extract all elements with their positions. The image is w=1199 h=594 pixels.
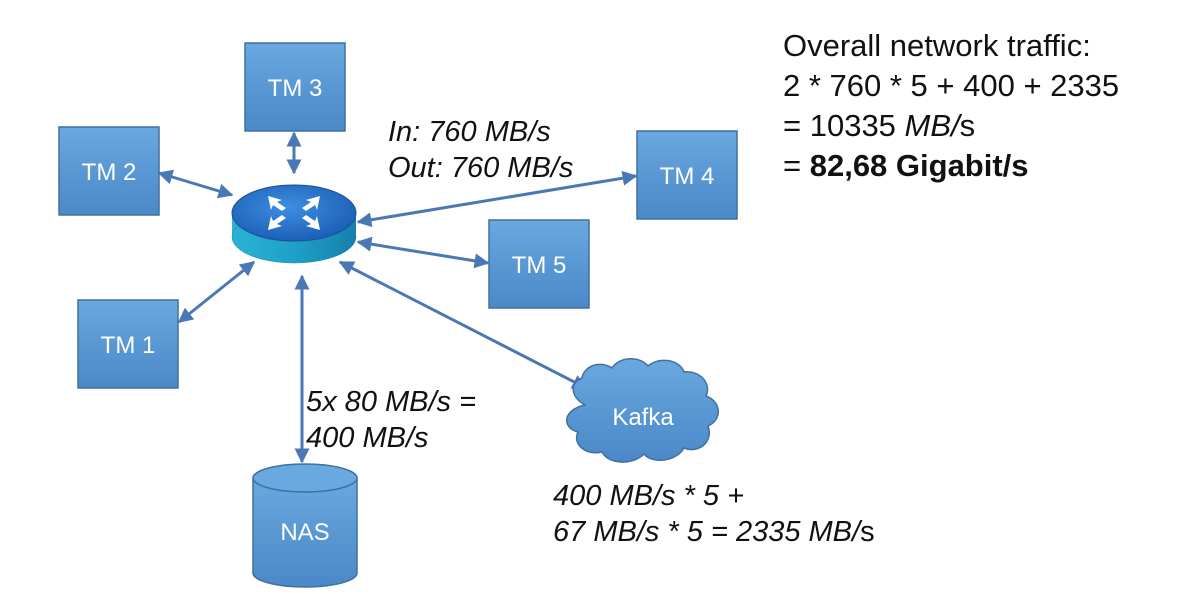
node-tm3-label: TM 3 bbox=[268, 75, 323, 102]
node-kafka-label: Kafka bbox=[612, 404, 674, 431]
summary-total-unit-italic: MB/ bbox=[904, 108, 960, 143]
node-tm1: TM 1 bbox=[77, 299, 179, 389]
link-tm1-router bbox=[177, 260, 256, 324]
node-tm2: TM 2 bbox=[58, 126, 160, 216]
tm4-in-label: In: 760 MB/s bbox=[388, 116, 551, 148]
link-kafka-router bbox=[338, 260, 588, 390]
node-tm4: TM 4 bbox=[636, 130, 738, 220]
summary-total-mbs: = 10335 MB/s bbox=[783, 106, 1119, 146]
summary-total-unit: s bbox=[959, 108, 976, 143]
kafka-cloud-icon: Kafka bbox=[566, 358, 719, 463]
kafka-traffic-line2-main: 67 MB/s * 5 = 2335 MB/ bbox=[553, 516, 861, 548]
node-tm1-label: TM 1 bbox=[101, 332, 156, 359]
nas-database-icon: NAS bbox=[252, 463, 358, 588]
summary-gbit-prefix: = bbox=[783, 148, 810, 183]
node-tm3: TM 3 bbox=[244, 42, 346, 132]
link-tm5-router bbox=[356, 236, 490, 269]
nas-traffic-line2: 400 MB/s bbox=[306, 422, 429, 454]
node-tm2-label: TM 2 bbox=[82, 159, 137, 186]
node-tm4-label: TM 4 bbox=[660, 163, 715, 190]
kafka-traffic-line2: 67 MB/s * 5 = 2335 MB/s bbox=[553, 514, 875, 550]
link-tm4-router bbox=[356, 170, 638, 228]
nas-traffic-annotation: 5x 80 MB/s = 400 MB/s bbox=[306, 384, 476, 456]
tm4-out-label: Out: 760 MB/s bbox=[388, 152, 574, 184]
summary-total-gbit: = 82,68 Gigabit/s bbox=[783, 146, 1119, 186]
kafka-traffic-line2-unit: s bbox=[860, 516, 875, 548]
summary-formula: 2 * 760 * 5 + 400 + 2335 bbox=[783, 68, 1120, 103]
node-nas-label: NAS bbox=[280, 519, 329, 546]
summary-total-prefix: = 10335 bbox=[783, 108, 905, 143]
kafka-traffic-line1: 400 MB/s * 5 + bbox=[553, 480, 745, 512]
router-icon bbox=[231, 184, 357, 264]
kafka-traffic-annotation: 400 MB/s * 5 + 67 MB/s * 5 = 2335 MB/s bbox=[553, 478, 875, 550]
node-tm5: TM 5 bbox=[488, 219, 590, 309]
nas-traffic-line1: 5x 80 MB/s = bbox=[306, 386, 477, 418]
summary-heading: Overall network traffic: bbox=[783, 28, 1091, 63]
overall-traffic-summary: Overall network traffic: 2 * 760 * 5 + 4… bbox=[783, 26, 1119, 186]
summary-gbit-value: 82,68 Gigabit/s bbox=[809, 148, 1029, 183]
node-tm5-label: TM 5 bbox=[512, 252, 567, 279]
link-tm2-router bbox=[157, 169, 234, 199]
tm4-traffic-annotation: In: 760 MB/s Out: 760 MB/s bbox=[388, 114, 573, 186]
